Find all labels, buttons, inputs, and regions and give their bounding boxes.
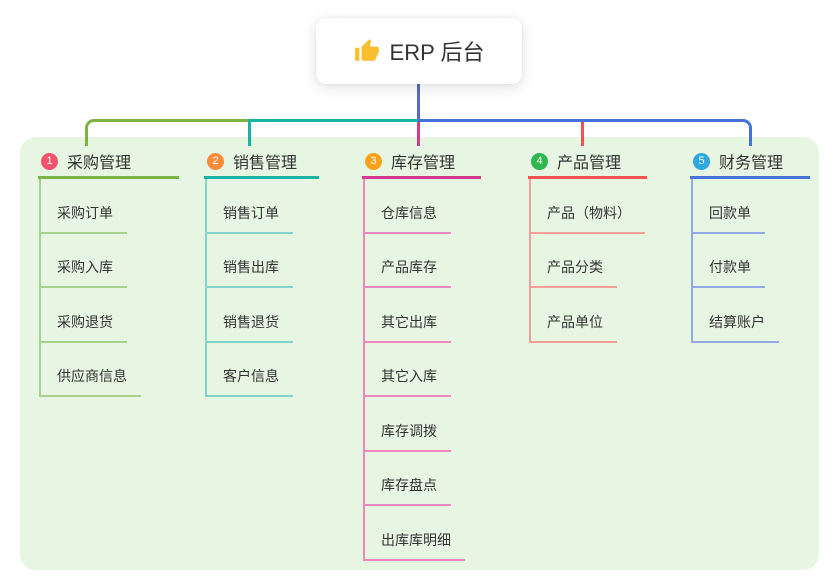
branch-header-3[interactable]: 3 库存管理	[362, 146, 481, 179]
child-label: 仓库信息	[365, 203, 451, 234]
thumbs-up-icon	[354, 39, 379, 61]
branch-column-2: 2 销售管理销售订单销售出库销售退货客户信息	[204, 146, 319, 397]
child-node[interactable]: 销售退货	[207, 288, 293, 343]
child-label: 库存盘点	[365, 475, 451, 506]
branch-header-4[interactable]: 4 产品管理	[528, 146, 647, 179]
child-label: 其它入库	[365, 366, 451, 397]
child-node[interactable]: 采购订单	[41, 179, 141, 234]
child-node[interactable]: 采购退货	[41, 288, 141, 343]
branch-children-4: 产品（物料） 产品分类产品单位	[529, 179, 645, 343]
child-label: 产品（物料）	[531, 203, 645, 234]
branch-children-3: 仓库信息产品库存其它出库其它入库库存调拨库存盘点出库库明细	[363, 179, 465, 561]
child-label: 客户信息	[207, 366, 293, 397]
child-node[interactable]: 其它出库	[365, 288, 465, 343]
child-label: 销售订单	[207, 203, 293, 234]
child-label: 供应商信息	[41, 366, 141, 397]
child-node[interactable]: 库存调拨	[365, 397, 465, 452]
branch-badge-3: 3	[365, 152, 382, 170]
child-node[interactable]: 产品单位	[531, 288, 645, 343]
child-label: 库存调拨	[365, 421, 451, 452]
thumbs-up-path	[354, 39, 379, 61]
branch-title-1: 采购管理	[67, 155, 132, 172]
child-label: 付款单	[693, 257, 765, 288]
child-label: 销售退货	[207, 312, 293, 343]
branch-header-5[interactable]: 5 财务管理	[690, 146, 810, 179]
branch-title-2: 销售管理	[233, 155, 298, 172]
branch-children-1: 采购订单采购入库采购退货供应商信息	[39, 179, 141, 397]
connector-branch-2-seg	[250, 119, 419, 122]
branch-header-1[interactable]: 1 采购管理	[38, 146, 179, 179]
child-label: 回款单	[693, 203, 765, 234]
child-node[interactable]: 付款单	[693, 234, 779, 288]
child-label: 产品单位	[531, 312, 617, 343]
connector-root-drop	[417, 84, 420, 122]
child-node[interactable]: 客户信息	[207, 343, 293, 397]
root-title: ERP 后台	[389, 40, 485, 65]
child-node[interactable]: 其它入库	[365, 343, 465, 397]
child-node[interactable]: 结算账户	[693, 288, 779, 343]
branch-column-4: 4 产品管理产品（物料） 产品分类产品单位	[528, 146, 647, 343]
branch-title-3: 库存管理	[391, 155, 456, 172]
child-label: 销售出库	[207, 257, 293, 288]
root-node[interactable]: ERP 后台	[316, 18, 522, 84]
child-node[interactable]: 产品（物料）	[531, 179, 645, 234]
child-label: 采购入库	[41, 257, 127, 288]
child-node[interactable]: 销售订单	[207, 179, 293, 234]
branch-badge-2: 2	[207, 152, 224, 170]
child-node[interactable]: 销售出库	[207, 234, 293, 288]
child-node[interactable]: 出库库明细	[365, 506, 465, 561]
mindmap-panel	[20, 137, 819, 570]
child-node[interactable]: 采购入库	[41, 234, 141, 288]
child-node[interactable]: 供应商信息	[41, 343, 141, 397]
child-node[interactable]: 仓库信息	[365, 179, 465, 234]
child-label: 出库库明细	[365, 530, 465, 561]
child-label: 产品库存	[365, 257, 451, 288]
branch-children-5: 回款单付款单结算账户	[691, 179, 779, 343]
branch-title-4: 产品管理	[557, 155, 622, 172]
child-node[interactable]: 产品库存	[365, 234, 465, 288]
child-node[interactable]: 产品分类	[531, 234, 645, 288]
branch-column-1: 1 采购管理采购订单采购入库采购退货供应商信息	[38, 146, 179, 397]
child-node[interactable]: 库存盘点	[365, 452, 465, 506]
child-node[interactable]: 回款单	[693, 179, 779, 234]
branch-badge-5: 5	[693, 152, 710, 170]
branch-children-2: 销售订单销售出库销售退货客户信息	[205, 179, 293, 397]
branch-badge-4: 4	[531, 152, 548, 170]
child-label: 采购退货	[41, 312, 127, 343]
branch-column-3: 3 库存管理仓库信息产品库存其它出库其它入库库存调拨库存盘点出库库明细	[362, 146, 481, 561]
branch-title-5: 财务管理	[719, 155, 784, 172]
child-label: 结算账户	[693, 312, 779, 343]
child-label: 其它出库	[365, 312, 451, 343]
child-label: 产品分类	[531, 257, 617, 288]
child-label: 采购订单	[41, 203, 127, 234]
branch-header-2[interactable]: 2 销售管理	[204, 146, 319, 179]
branch-badge-1: 1	[41, 152, 58, 170]
branch-column-5: 5 财务管理回款单付款单结算账户	[690, 146, 810, 343]
